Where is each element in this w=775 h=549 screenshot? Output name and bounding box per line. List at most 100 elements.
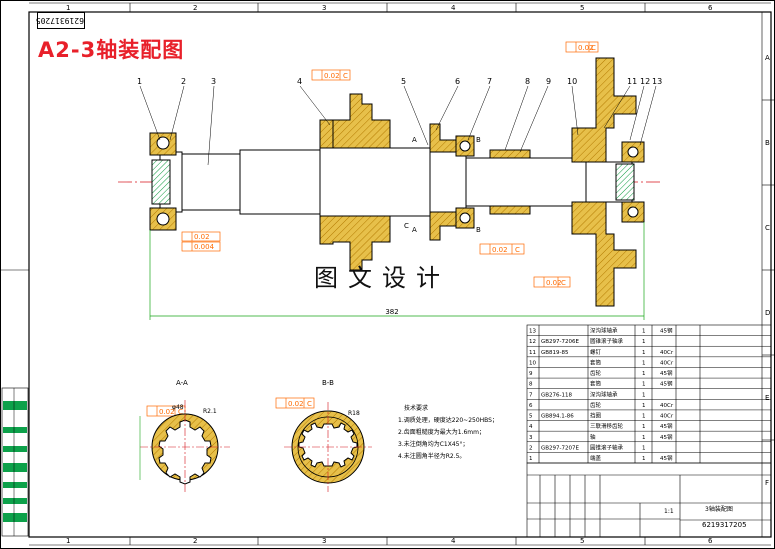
parts-cell-no: 6 bbox=[529, 403, 533, 409]
parts-cell-no: 13 bbox=[529, 329, 536, 335]
parts-cell-qty: 1 bbox=[642, 456, 646, 462]
large-gear bbox=[571, 57, 637, 307]
parts-cell-code: GB297-7206E bbox=[541, 339, 580, 345]
binding-strip bbox=[1, 387, 29, 537]
section-bb-label: B-B bbox=[322, 379, 334, 387]
parts-cell-name: 挡圈 bbox=[590, 412, 602, 420]
tol-ref-2: C bbox=[343, 72, 348, 80]
parts-cell-no: 7 bbox=[529, 392, 533, 398]
tol-ref-5: C bbox=[515, 246, 520, 254]
zone-row-D: D bbox=[765, 309, 770, 317]
shaft bbox=[159, 147, 633, 217]
part-no-12: 12 bbox=[640, 77, 650, 86]
section-markers: A A B B C bbox=[404, 136, 481, 234]
dimension-total-label: 382 bbox=[385, 308, 398, 316]
zone-col-2: 2 bbox=[193, 4, 197, 12]
zone-row-A: A bbox=[765, 54, 770, 62]
parts-cell-code: GB894.1-86 bbox=[541, 414, 574, 420]
parts-cell-no: 8 bbox=[529, 382, 533, 388]
parts-cell-code: GB819-85 bbox=[541, 350, 569, 356]
parts-cell-qty: 1 bbox=[642, 350, 646, 356]
parts-cell-qty: 1 bbox=[642, 382, 646, 388]
parts-cell-qty: 1 bbox=[642, 435, 646, 441]
tech-item-4: 4.未注圆角半径为R2.5。 bbox=[398, 452, 465, 460]
tol-value-6: 0.02 bbox=[546, 279, 562, 287]
zone-col-1b: 1 bbox=[66, 537, 70, 545]
parts-cell-qty: 1 bbox=[642, 360, 646, 366]
parts-cell-no: 11 bbox=[529, 350, 536, 356]
section-aa-label: A-A bbox=[176, 379, 188, 387]
parts-cell-name: 套筒 bbox=[590, 358, 602, 366]
parts-cell-name: 套筒 bbox=[590, 380, 602, 388]
parts-cell-qty: 1 bbox=[642, 414, 646, 420]
part-no-5: 5 bbox=[401, 77, 406, 86]
zone-labels: 1 2 3 4 5 6 1 2 3 4 5 6 A B C D E F bbox=[66, 4, 770, 545]
tech-item-3: 3.未注倒角均为C1X45°； bbox=[398, 440, 468, 448]
tol-ref-8: C bbox=[307, 400, 312, 408]
dim-phi-aa: φ48 bbox=[172, 404, 184, 411]
svg-text:B: B bbox=[476, 226, 481, 234]
parts-cell-qty: 1 bbox=[642, 329, 646, 335]
parts-cell-mat: 45钢 bbox=[660, 327, 673, 335]
part-no-6: 6 bbox=[455, 77, 460, 86]
zone-col-3: 3 bbox=[322, 4, 326, 12]
svg-text:B: B bbox=[476, 136, 481, 144]
dim-r-bb: R18 bbox=[348, 410, 360, 417]
parts-cell-name: 圆锥滚子轴承 bbox=[590, 443, 624, 451]
zone-row-C: C bbox=[765, 224, 770, 232]
zone-col-6: 6 bbox=[708, 4, 713, 12]
tolerance-frames: 0.02 C 0.02 C 0.02 0.004 0.02 C 0.02 C 0… bbox=[146, 41, 599, 417]
zone-col-1: 1 bbox=[66, 4, 70, 12]
tol-value-1: 0.02 bbox=[578, 44, 594, 52]
part-no-10: 10 bbox=[567, 77, 577, 86]
svg-text:A: A bbox=[412, 226, 417, 234]
parts-cell-mat: 40Cr bbox=[660, 360, 674, 366]
title-block bbox=[526, 462, 772, 538]
tol-ref-1: C bbox=[591, 44, 596, 52]
parts-cell-mat: 45钢 bbox=[660, 454, 673, 462]
parts-cell-qty: 1 bbox=[642, 403, 646, 409]
parts-cell-mat: 45钢 bbox=[660, 433, 673, 441]
parts-cell-no: 5 bbox=[529, 414, 533, 420]
parts-cell-name: 端盖 bbox=[590, 454, 602, 462]
dimension-total bbox=[149, 222, 645, 320]
part-numbers: 1 2 3 4 5 6 7 8 9 10 11 12 13 bbox=[137, 77, 662, 86]
zone-col-2b: 2 bbox=[193, 537, 197, 545]
part-no-1: 1 bbox=[137, 77, 142, 86]
parts-cell-no: 9 bbox=[529, 371, 533, 377]
parts-cell-qty: 1 bbox=[642, 371, 646, 377]
parts-cell-name: 深沟球轴承 bbox=[590, 390, 618, 398]
tech-item-2: 2.齿面粗糙度为最大为1.6mm； bbox=[398, 428, 485, 436]
svg-text:C: C bbox=[404, 222, 409, 230]
bearing-left bbox=[149, 132, 177, 231]
parts-cell-name: 深沟球轴承 bbox=[590, 327, 618, 335]
parts-cell-code: GB297-7207E bbox=[541, 445, 580, 451]
parts-cell-qty: 1 bbox=[642, 339, 646, 345]
section-bb bbox=[284, 402, 372, 492]
title-block-number: 6219317205 bbox=[702, 521, 747, 529]
part-no-4: 4 bbox=[297, 77, 302, 86]
parts-cell-mat: 40Cr bbox=[660, 414, 674, 420]
title-block-scale: 1:1 bbox=[664, 508, 674, 515]
part-no-9: 9 bbox=[546, 77, 551, 86]
parts-cell-name: 三联滑移齿轮 bbox=[590, 422, 624, 430]
tol-value-3: 0.02 bbox=[194, 233, 210, 241]
tol-ref-6: C bbox=[561, 279, 566, 287]
zone-col-4: 4 bbox=[451, 4, 456, 12]
parts-cell-mat: 45钢 bbox=[660, 369, 673, 377]
svg-text:A: A bbox=[412, 136, 417, 144]
parts-cell-no: 1 bbox=[529, 456, 533, 462]
parts-cell-no: 4 bbox=[529, 424, 533, 430]
parts-cell-qty: 1 bbox=[642, 424, 646, 430]
zone-col-5b: 5 bbox=[580, 537, 584, 545]
sleeve-8 bbox=[489, 149, 531, 215]
zone-row-E: E bbox=[765, 394, 769, 402]
zone-col-6b: 6 bbox=[708, 537, 713, 545]
title-block-name: 3轴装配图 bbox=[705, 505, 733, 513]
parts-cell-name: 齿轮 bbox=[590, 401, 602, 409]
zone-col-3b: 3 bbox=[322, 537, 326, 545]
part-no-13: 13 bbox=[652, 77, 662, 86]
